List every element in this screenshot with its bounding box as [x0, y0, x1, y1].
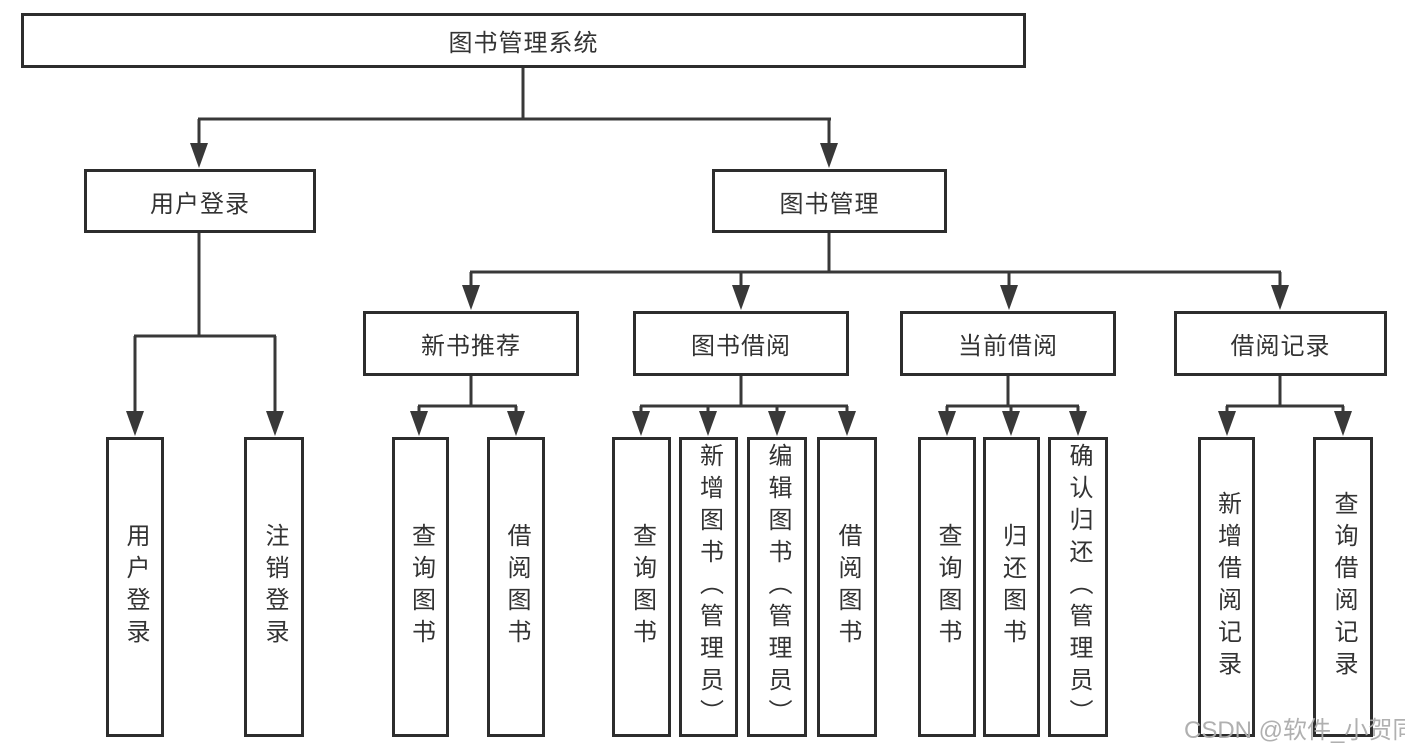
- node-label: 查询图书: [934, 523, 961, 651]
- arrowhead: [462, 285, 480, 310]
- arrowhead: [190, 143, 208, 168]
- node-user-login: 用户登录: [84, 169, 316, 233]
- arrowhead: [838, 411, 856, 436]
- node-label: 注销登录: [261, 523, 288, 651]
- arrowhead: [699, 411, 717, 436]
- node-add-books-admin: 新增图书（管理员）: [679, 437, 738, 737]
- arrowhead: [1000, 285, 1018, 310]
- node-query-books-borrow: 查询图书: [612, 437, 671, 737]
- arrowhead: [732, 285, 750, 310]
- arrowhead: [1002, 411, 1020, 436]
- arrowhead: [507, 411, 525, 436]
- node-label: 查询借阅记录: [1330, 491, 1357, 683]
- node-confirm-return-admin: 确认归还（管理员）: [1048, 437, 1108, 737]
- node-label: 编辑图书（管理员）: [764, 443, 791, 731]
- arrowhead: [632, 411, 650, 436]
- node-label: 查询图书: [407, 523, 435, 651]
- node-logout-leaf: 注销登录: [244, 437, 304, 737]
- node-label: 确认归还（管理员）: [1065, 443, 1092, 731]
- node-library-management-system: 图书管理系统: [21, 13, 1026, 68]
- csdn-watermark: CSDN @软件_小贺同学: [1184, 717, 1405, 744]
- arrowheads: [126, 143, 1352, 436]
- node-label: 新增借阅记录: [1213, 491, 1241, 683]
- node-book-management: 图书管理: [712, 169, 947, 233]
- tree-edges: [133, 68, 1345, 414]
- arrowhead: [1218, 411, 1236, 436]
- node-label: 查询图书: [628, 523, 656, 651]
- arrowhead: [820, 143, 838, 168]
- node-label: 用户登录: [122, 523, 149, 651]
- node-query-books-recommend: 查询图书: [392, 437, 449, 737]
- node-label: 新增图书（管理员）: [695, 443, 723, 731]
- node-add-borrow-record: 新增借阅记录: [1198, 437, 1255, 737]
- node-borrow-books-recommend: 借阅图书: [487, 437, 545, 737]
- node-new-book-recommend: 新书推荐: [363, 311, 579, 376]
- node-book-borrow: 图书借阅: [633, 311, 849, 376]
- node-return-books: 归还图书: [983, 437, 1040, 737]
- arrowhead: [1271, 285, 1289, 310]
- arrowhead: [938, 411, 956, 436]
- node-label: 归还图书: [998, 523, 1026, 651]
- node-query-books-current: 查询图书: [918, 437, 976, 737]
- node-current-borrow: 当前借阅: [900, 311, 1116, 376]
- arrowhead: [126, 411, 144, 436]
- node-edit-books-admin: 编辑图书（管理员）: [747, 437, 807, 737]
- node-borrow-records: 借阅记录: [1174, 311, 1387, 376]
- node-borrow-books-leaf: 借阅图书: [817, 437, 877, 737]
- arrowhead: [1069, 411, 1087, 436]
- arrowhead: [410, 411, 428, 436]
- node-user-login-leaf: 用户登录: [106, 437, 164, 737]
- arrowhead: [768, 411, 786, 436]
- node-label: 借阅图书: [503, 523, 530, 651]
- node-query-borrow-record: 查询借阅记录: [1313, 437, 1373, 737]
- arrowhead: [1334, 411, 1352, 436]
- node-label: 借阅图书: [834, 523, 861, 651]
- arrowhead: [266, 411, 284, 436]
